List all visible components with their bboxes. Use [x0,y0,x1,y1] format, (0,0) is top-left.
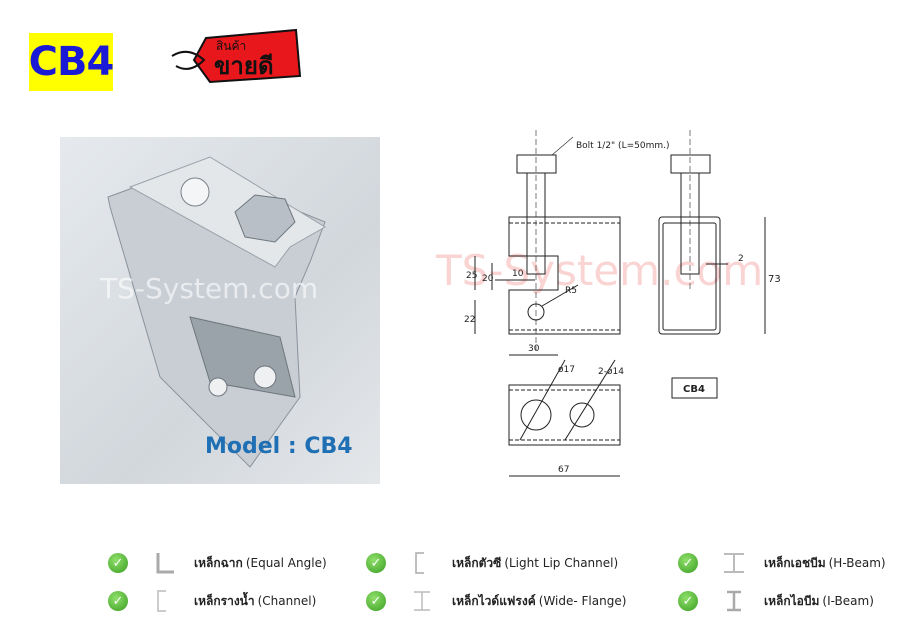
compat-h-beam: ✓ เหล็กเอชบีม(H-Beam) [678,551,886,575]
compat-light-lip-channel: ✓ เหล็กตัวซี(Light Lip Channel) [366,551,618,575]
wide-flange-icon [414,591,430,611]
i-beam-icon [727,590,741,612]
channel-icon [157,590,166,612]
compat-i-beam: ✓ เหล็กไอบีม(I-Beam) [678,589,874,613]
equal-angle-icon [156,553,174,574]
check-icon: ✓ [108,591,128,611]
bolt-label: Bolt 1/2" (L=50mm.) [576,141,669,151]
h-beam-icon [724,553,744,573]
svg-text:2-ø14: 2-ø14 [598,367,624,377]
svg-text:10: 10 [512,269,524,279]
svg-text:30: 30 [528,344,540,354]
check-icon: ✓ [366,591,386,611]
model-caption: Model : CB4 [205,434,353,459]
check-icon: ✓ [678,591,698,611]
svg-text:20: 20 [482,274,494,284]
svg-text:22: 22 [464,315,475,325]
svg-text:R5: R5 [565,286,577,296]
product-photo: TS-System.com Model : CB4 [60,137,380,484]
svg-text:67: 67 [558,465,569,475]
svg-text:73: 73 [768,274,781,285]
lip-channel-icon [415,552,424,574]
drawing-watermark: TS-System.com [436,246,764,295]
best-seller-badge: สินค้า ขายดี [168,26,308,84]
photo-watermark: TS-System.com [100,272,319,305]
check-icon: ✓ [366,553,386,573]
compat-channel: ✓ เหล็กรางน้ำ(Channel) [108,589,316,613]
badge-line1: สินค้า [216,39,246,53]
compat-wide-flange: ✓ เหล็กไวด์แฟรงค์(Wide- Flange) [366,589,626,613]
drawing-label: CB4 [683,384,705,395]
check-icon: ✓ [678,553,698,573]
svg-text:ø17: ø17 [558,365,575,375]
bracket-image [107,156,326,468]
svg-text:25: 25 [466,271,477,281]
badge-line2: ขายดี [214,52,274,80]
check-icon: ✓ [108,553,128,573]
compat-equal-angle: ✓ เหล็กฉาก(Equal Angle) [108,551,327,575]
technical-drawing: Bolt 1/2" (L=50mm.) 25 20 10 R5 22 30 2 … [464,130,781,477]
product-code: CB4 [29,33,114,91]
svg-text:2: 2 [738,254,744,264]
